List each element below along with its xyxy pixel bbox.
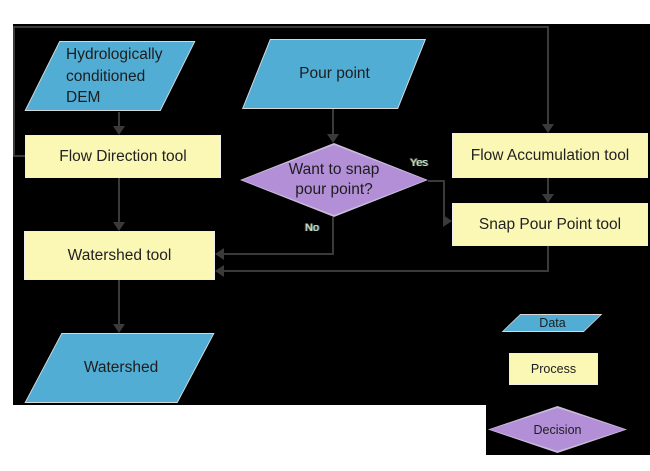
arrowhead-yes-snap — [443, 215, 452, 227]
connector-dem-flowdirection — [118, 112, 120, 128]
connector-flowdirection-watershedtool — [118, 178, 120, 224]
connector-no-horizontal — [224, 253, 334, 255]
edge-label-yes: Yes — [410, 157, 428, 169]
connector-yes-horizontal — [428, 180, 445, 182]
connector-watershedtool-watershed — [118, 280, 120, 325]
node-decision-line2: pour point? — [295, 181, 373, 198]
arrowhead-snap-watershedtool — [215, 265, 224, 277]
node-snappourpoint-label: Snap Pour Point tool — [478, 215, 622, 233]
connector-flowaccumulation-snap — [547, 178, 549, 195]
node-dem-line3: DEM — [66, 89, 101, 106]
connector-flowdirection-flowaccumulation-right — [547, 26, 549, 126]
edge-label-no: No — [305, 222, 320, 234]
connector-snap-watershedtool-horizontal — [224, 270, 549, 272]
arrowhead-pourpoint-decision — [327, 134, 339, 143]
node-watershedtool-label: Watershed tool — [67, 246, 172, 264]
node-watershed-label: Watershed — [83, 359, 159, 376]
arrowhead-flowdirection-flowaccumulation — [542, 124, 554, 133]
node-snappourpoint: Snap Pour Point tool — [452, 203, 648, 246]
node-dem-label: Hydrologically conditioned DEM — [66, 44, 196, 110]
node-dem-line1: Hydrologically — [66, 46, 163, 63]
legend-decision-label: Decision — [488, 406, 627, 453]
connector-flowdirection-flowaccumulation-stub — [14, 155, 26, 157]
legend-data-label: Data — [539, 316, 566, 330]
connector-flowdirection-flowaccumulation-left — [13, 27, 15, 157]
arrowhead-flowaccumulation-snap — [542, 194, 554, 203]
node-decision-line1: Want to snap — [288, 161, 380, 178]
node-flowdirection: Flow Direction tool — [25, 135, 221, 178]
arrowhead-no-watershedtool — [215, 248, 224, 260]
legend-process-label: Process — [530, 362, 577, 376]
node-watershedtool: Watershed tool — [24, 231, 215, 280]
connector-flowdirection-flowaccumulation-top — [13, 26, 549, 28]
connector-no-vertical — [332, 217, 334, 255]
legend-decision-text: Decision — [533, 422, 582, 437]
node-flowaccumulation: Flow Accumulation tool — [452, 133, 648, 178]
legend-process-shape: Process — [509, 353, 598, 385]
connector-yes-vertical — [443, 180, 445, 223]
node-dem-line2: conditioned — [66, 67, 146, 85]
arrowhead-dem-flowdirection — [113, 126, 125, 135]
node-pourpoint-label: Pour point — [299, 65, 370, 82]
node-flowaccumulation-label: Flow Accumulation tool — [470, 146, 630, 164]
connector-pourpoint-decision — [332, 109, 334, 136]
arrowhead-watershedtool-watershed — [113, 324, 125, 333]
connector-snap-watershedtool-vertical — [547, 246, 549, 272]
arrowhead-flowdirection-watershedtool — [113, 222, 125, 231]
node-flowdirection-label: Flow Direction tool — [59, 147, 187, 165]
node-decision-label: Want to snap pour point? — [240, 143, 428, 217]
